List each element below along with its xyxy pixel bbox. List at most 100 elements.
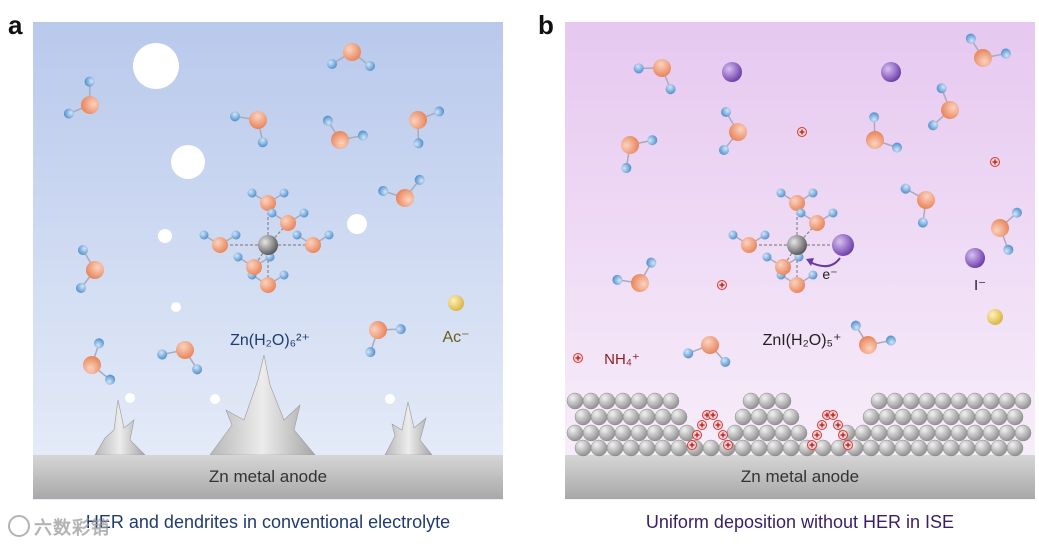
hydrogen-atom xyxy=(796,208,806,218)
zinc-atom xyxy=(982,424,1000,442)
zinc-atom xyxy=(582,424,600,442)
oxygen-atom xyxy=(991,219,1009,237)
oxygen-atom xyxy=(653,59,671,77)
zinc-atom xyxy=(566,392,584,410)
hydrogen-atom xyxy=(936,83,947,94)
deposited-zinc-layer xyxy=(566,392,1032,457)
zinc-atom xyxy=(734,408,752,426)
ammonium-ion-icon xyxy=(573,353,583,363)
oxygen-atom xyxy=(859,336,877,354)
hydrogen-bubble-icon xyxy=(385,394,395,404)
oxygen-atom xyxy=(260,277,276,293)
zinc-atom xyxy=(766,408,784,426)
oxygen-atom xyxy=(409,111,427,129)
water-molecule-icon xyxy=(621,135,658,174)
panel-a-anode xyxy=(33,455,503,499)
ammonium-label: NH₄⁺ xyxy=(604,351,640,368)
ammonium-ion-icon xyxy=(817,420,827,430)
zinc-atom xyxy=(966,424,984,442)
ammonium-ion-icon xyxy=(797,127,807,137)
hydrogen-atom xyxy=(365,347,376,358)
watermark: 六数彩销 xyxy=(8,514,110,540)
panel-a-complex-label: Zn(H₂O)₆²⁺ xyxy=(230,332,310,349)
zinc-atom xyxy=(734,439,752,457)
zinc-atom xyxy=(726,424,744,442)
zinc-atom xyxy=(902,392,920,410)
ammonium-ion-icon xyxy=(692,430,702,440)
hydrogen-atom xyxy=(612,274,623,285)
zinc-atom xyxy=(878,408,896,426)
acetate-ion-icon xyxy=(987,309,1003,325)
hydrogen-atom xyxy=(869,112,880,123)
hydrogen-atom xyxy=(721,107,731,117)
zinc-atom xyxy=(990,408,1008,426)
zinc-atom xyxy=(894,408,912,426)
zinc-atom xyxy=(774,392,792,410)
zinc-atom xyxy=(998,392,1016,410)
hydrogen-atom xyxy=(279,188,289,198)
watermark-text: 六数彩销 xyxy=(34,518,110,538)
zinc-atom xyxy=(742,392,760,410)
zinc-atom xyxy=(654,439,672,457)
hydrogen-atom xyxy=(78,245,88,255)
hydrogen-atom xyxy=(395,324,406,335)
electron-arrow-icon xyxy=(809,257,841,268)
ammonium-ion-icon xyxy=(708,410,718,420)
zinc-atom xyxy=(758,392,776,410)
panel-b-complex-label: ZnI(H₂O)₅⁺ xyxy=(763,332,842,349)
ammonium-ion-icon xyxy=(713,420,723,430)
zinc-atom xyxy=(758,424,776,442)
electron-label: e⁻ xyxy=(822,266,837,282)
zinc-atom xyxy=(606,439,624,457)
zinc-atom xyxy=(926,408,944,426)
ammonium-ion-icon xyxy=(843,440,853,450)
oxygen-atom xyxy=(176,341,194,359)
oxygen-atom xyxy=(741,237,757,253)
water-molecule-icon xyxy=(409,106,445,149)
zinc-atom xyxy=(622,439,640,457)
zinc-atom xyxy=(958,439,976,457)
hydrogen-atom xyxy=(1000,48,1011,59)
zinc-atom xyxy=(662,392,680,410)
zinc-atom xyxy=(998,424,1016,442)
oxygen-atom xyxy=(396,189,414,207)
water-molecules xyxy=(63,33,1022,385)
zinc-atom xyxy=(1014,392,1032,410)
hydrogen-atom xyxy=(413,138,424,149)
zinc-atom xyxy=(862,408,880,426)
hydrogen-atom xyxy=(647,135,658,146)
water-molecule-icon xyxy=(157,341,203,375)
diagram-canvas: Zn(H₂O)₆²⁺ Ac⁻ Zn metal anode ZnI(H₂O)₅⁺… xyxy=(33,22,1035,500)
hydrogen-atom xyxy=(233,252,243,262)
oxygen-atom xyxy=(249,111,267,129)
ammonium-ion-icon xyxy=(838,430,848,440)
ammonium-ion-icon xyxy=(718,430,728,440)
hydrogen-atom xyxy=(229,111,240,122)
hydrogen-atom xyxy=(928,120,939,131)
hydrogen-atom xyxy=(327,59,337,69)
zinc-atom xyxy=(934,392,952,410)
zinc-atom xyxy=(638,439,656,457)
oxygen-atom xyxy=(212,237,228,253)
hydrogen-atom xyxy=(917,217,928,228)
zinc-atom xyxy=(622,408,640,426)
zinc-atom xyxy=(790,424,808,442)
zinc-atom xyxy=(630,392,648,410)
ammonium-ion-icon xyxy=(812,430,822,440)
oxygen-atom xyxy=(631,274,649,292)
hydrogen-atom xyxy=(247,188,257,198)
zinc-atom xyxy=(990,439,1008,457)
hydrogen-atom xyxy=(365,61,375,71)
zinc-atom xyxy=(918,392,936,410)
water-molecule-icon xyxy=(866,112,903,153)
hydrogen-atom xyxy=(621,163,632,174)
hydrogen-atom xyxy=(63,108,74,119)
hydrogen-atom xyxy=(434,106,445,117)
zinc-atom xyxy=(950,424,968,442)
hydrogen-atom xyxy=(762,252,772,262)
oxygen-atom xyxy=(789,195,805,211)
zinc-atom xyxy=(902,424,920,442)
hydrogen-bubble-icon xyxy=(171,302,181,312)
oxygen-atom xyxy=(701,336,719,354)
water-molecule-icon xyxy=(365,321,406,358)
